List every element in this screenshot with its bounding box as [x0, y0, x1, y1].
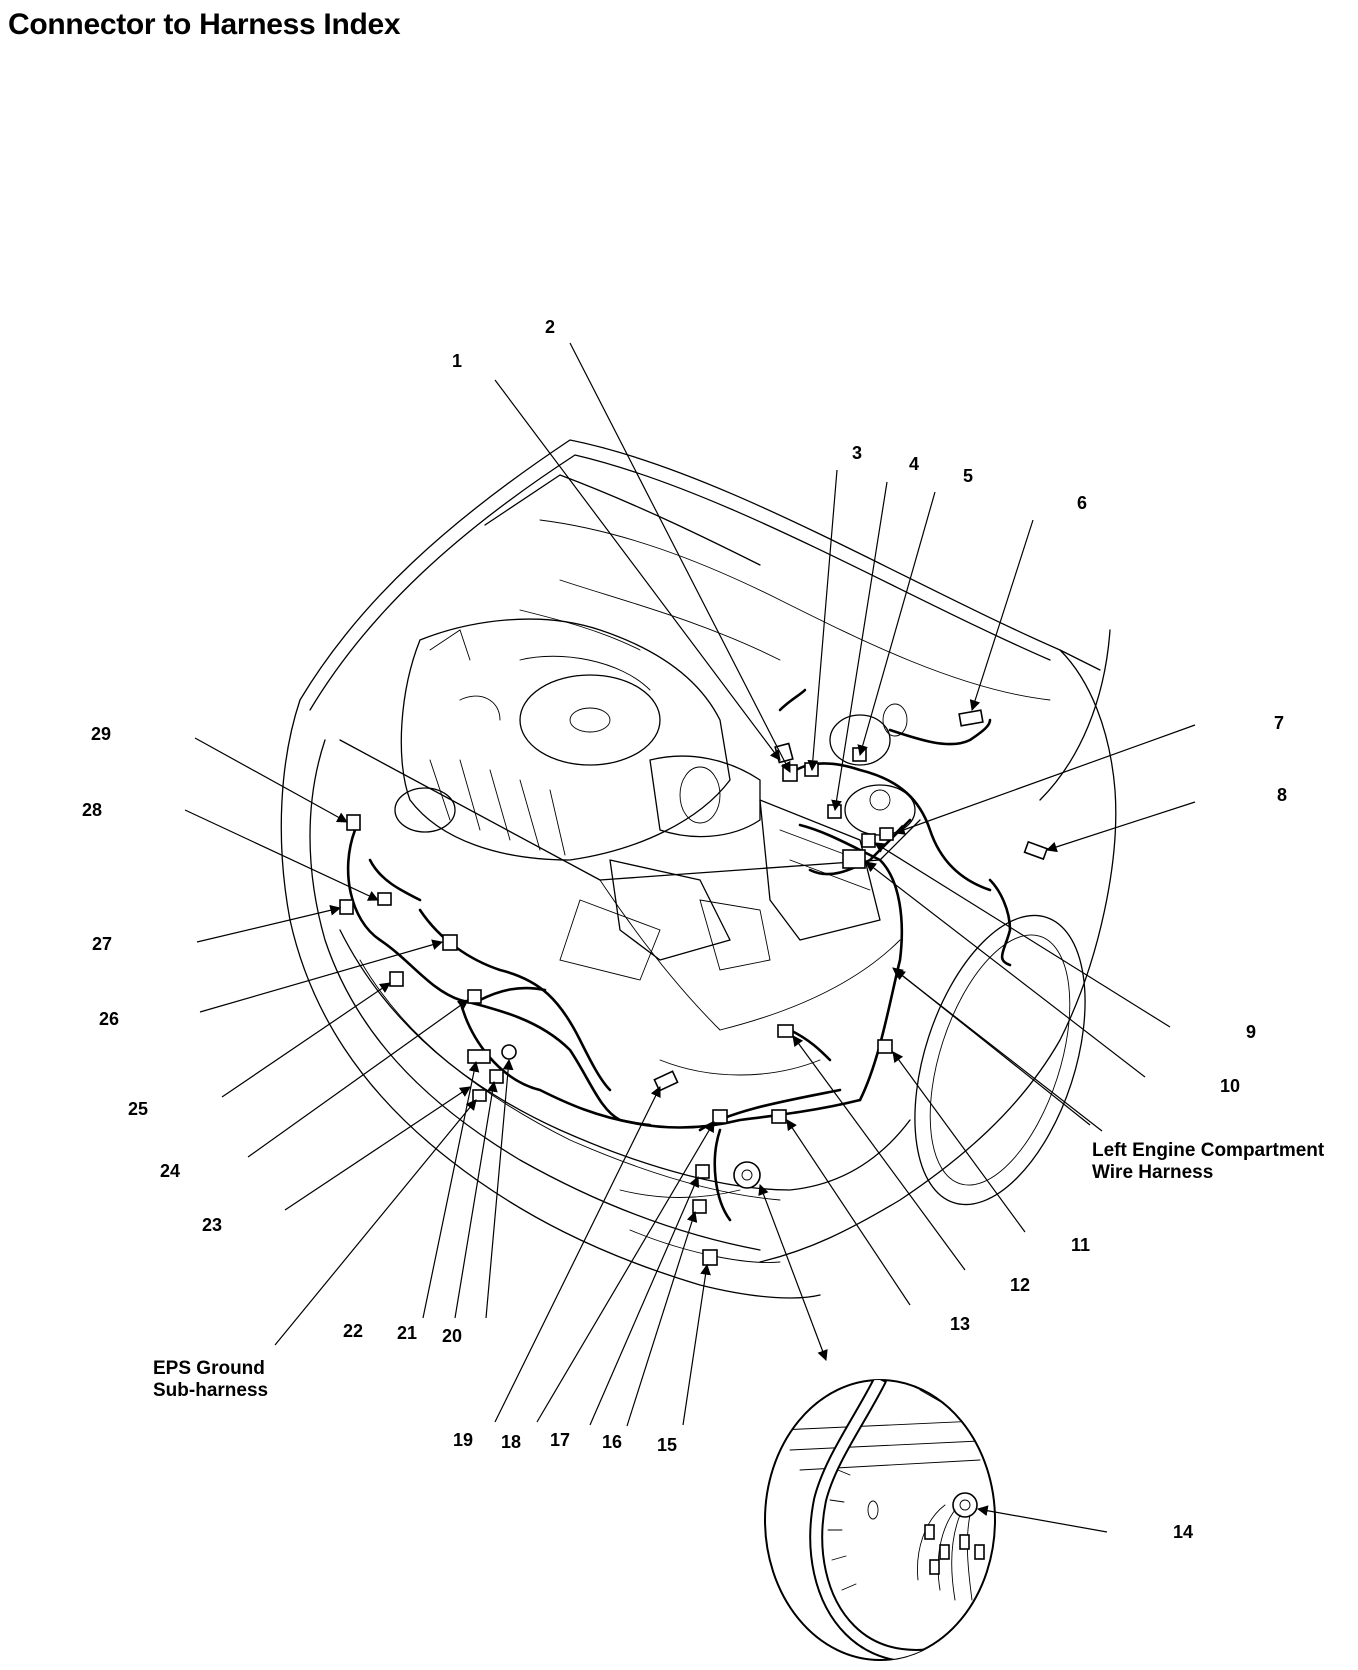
- callout-6: 6: [1077, 493, 1087, 513]
- connector-14-ground: [733, 1161, 761, 1189]
- callout-28: 28: [82, 800, 102, 820]
- connector-23: [472, 1089, 487, 1102]
- callout-29: 29: [91, 724, 111, 744]
- connector-6: [958, 709, 984, 727]
- connector-20-ground: [501, 1044, 517, 1060]
- connector-5: [852, 747, 867, 762]
- connector-17: [695, 1164, 710, 1179]
- connector-25: [389, 971, 404, 987]
- callout-19: 19: [453, 1430, 473, 1450]
- connector-18: [712, 1109, 728, 1124]
- callout-16: 16: [602, 1432, 622, 1452]
- page-title: Connector to Harness Index: [8, 8, 401, 41]
- connector-8: [1023, 840, 1049, 861]
- connector-22: [467, 1049, 491, 1064]
- left-harness-label-line1: Left Engine Compartment: [1092, 1140, 1325, 1161]
- leader-lines: [184, 342, 1196, 1533]
- callout-8: 8: [1277, 785, 1287, 805]
- connector-2: [782, 764, 798, 782]
- callout-15: 15: [657, 1435, 677, 1455]
- callout-22: 22: [343, 1321, 363, 1341]
- connector-11: [877, 1039, 893, 1054]
- connector-13: [771, 1109, 787, 1124]
- callout-13: 13: [950, 1314, 970, 1334]
- harness-labels: Left Engine Compartment Wire Harness EPS…: [153, 1140, 1325, 1401]
- left-harness-label-line2: Wire Harness: [1092, 1162, 1213, 1183]
- connector-26: [442, 934, 458, 951]
- callout-18: 18: [501, 1432, 521, 1452]
- connector-7: [879, 827, 894, 841]
- connector-24: [467, 989, 482, 1004]
- callout-4: 4: [909, 454, 919, 474]
- callout-26: 26: [99, 1009, 119, 1029]
- connector-19: [653, 1070, 679, 1092]
- ground-detail-inset: [764, 1379, 996, 1661]
- connector-16: [692, 1199, 707, 1214]
- connector-28: [377, 892, 392, 906]
- eps-label-line1: EPS Ground: [153, 1358, 265, 1379]
- callout-7: 7: [1274, 713, 1284, 733]
- callout-25: 25: [128, 1099, 148, 1119]
- connector-27: [339, 899, 354, 915]
- callout-5: 5: [963, 466, 973, 486]
- callout-24: 24: [160, 1161, 180, 1181]
- connector-4: [827, 804, 842, 819]
- callout-11: 11: [1071, 1235, 1090, 1255]
- engine-assembly: [394, 579, 916, 981]
- connector-29: [346, 814, 361, 831]
- callout-9: 9: [1246, 1022, 1256, 1042]
- connector-10: [842, 849, 866, 869]
- connector-9: [861, 833, 876, 848]
- connector-21: [489, 1069, 504, 1084]
- vehicle-body-outline: [280, 439, 1117, 1299]
- callout-12: 12: [1010, 1275, 1030, 1295]
- callout-27: 27: [92, 934, 112, 954]
- eps-label-line2: Sub-harness: [153, 1380, 268, 1401]
- callout-20: 20: [442, 1326, 462, 1346]
- callout-21: 21: [397, 1323, 417, 1343]
- connector-12: [777, 1024, 794, 1038]
- callout-17: 17: [550, 1430, 570, 1450]
- connector-15: [702, 1249, 718, 1266]
- callout-3: 3: [852, 443, 862, 463]
- callout-1: 1: [452, 351, 462, 371]
- callout-14: 14: [1173, 1522, 1193, 1542]
- callout-23: 23: [202, 1215, 222, 1235]
- connectors: [339, 709, 1049, 1266]
- callout-10: 10: [1220, 1076, 1240, 1096]
- callout-2: 2: [545, 317, 555, 337]
- callout-numbers: 1 2 3 4 5 6 7 8 9 10 11 12 13 14 15 16 1…: [82, 317, 1287, 1542]
